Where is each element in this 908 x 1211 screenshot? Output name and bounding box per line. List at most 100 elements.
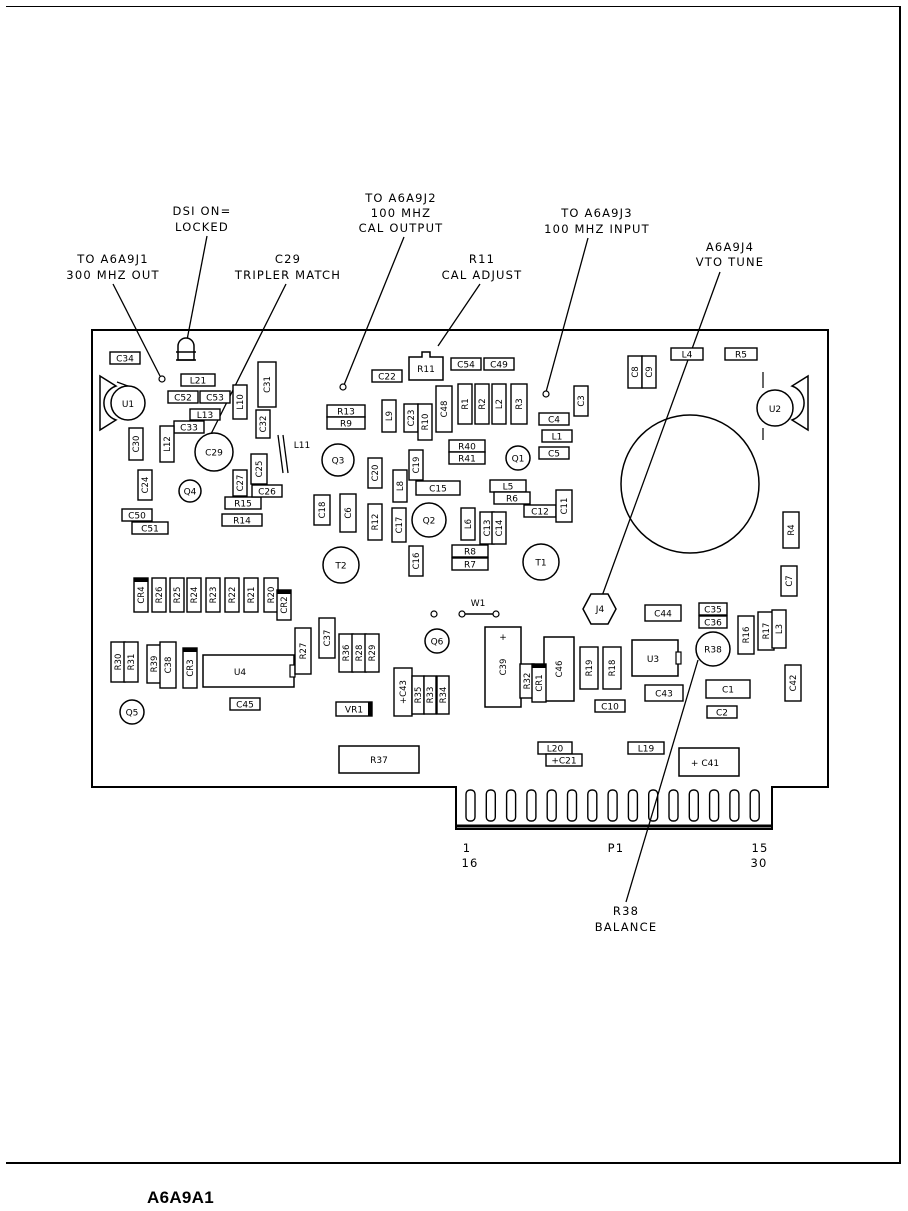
c17-label: C17 <box>395 517 405 534</box>
c45-component: C45 <box>229 697 261 711</box>
ds1-led <box>176 337 196 361</box>
l3-label: L3 <box>775 624 785 634</box>
vr1-label: VR1 <box>345 705 363 715</box>
r12-label: R12 <box>371 514 381 531</box>
c13-label: C13 <box>483 520 493 537</box>
c44-label: C44 <box>654 609 672 619</box>
page-frame <box>6 6 901 1164</box>
c54-component: C54 <box>450 357 482 371</box>
c6-component: C6 <box>339 493 357 533</box>
q4-label: Q4 <box>184 488 197 498</box>
j1-leader <box>112 283 161 377</box>
r4-component: R4 <box>782 511 800 549</box>
r1-component: R1 <box>457 383 473 425</box>
c10-component: C10 <box>594 699 626 713</box>
c6-label: C6 <box>344 507 354 518</box>
r1-label: R1 <box>461 398 471 409</box>
test-point-j1 <box>158 375 166 383</box>
r25-component: R25 <box>169 577 185 613</box>
r20-component: R20 <box>263 577 279 613</box>
q6-label: Q6 <box>431 638 444 648</box>
r15-label: R15 <box>234 499 252 509</box>
r34-component: R34 <box>436 675 450 715</box>
r18-component: R18 <box>602 646 622 690</box>
c48-label: C48 <box>440 401 450 418</box>
q5-component: Q5 <box>119 699 145 725</box>
diode-band <box>183 648 197 652</box>
r19-component: R19 <box>579 646 599 690</box>
c1-component: C1 <box>705 679 751 699</box>
q3-label: Q3 <box>332 457 345 467</box>
r26-label: R26 <box>155 587 165 604</box>
r40-component: R40 <box>448 439 486 453</box>
c19-label: C19 <box>412 457 422 474</box>
c23-component: C23 <box>403 403 419 433</box>
c33-component: C33 <box>173 420 205 434</box>
c46-label: C46 <box>555 661 565 678</box>
l21-label: L21 <box>190 376 206 386</box>
r29-component: R29 <box>364 633 380 673</box>
l9-label: L9 <box>385 411 395 421</box>
c1-label: C1 <box>722 685 734 695</box>
c8-label: C8 <box>631 366 641 377</box>
c31-component: C31 <box>257 361 277 408</box>
r6-component: R6 <box>493 491 531 505</box>
c22-component: C22 <box>371 369 403 383</box>
c42-component: C42 <box>784 664 802 702</box>
c16-component: C16 <box>408 545 424 577</box>
r33-label: R33 <box>426 687 436 704</box>
c14-component: C14 <box>491 511 507 545</box>
u2-label: U2 <box>769 405 781 415</box>
l13-label: L13 <box>197 411 213 421</box>
connector-p1-label: P1 <box>608 841 625 855</box>
r11-label: R11 <box>417 365 435 375</box>
c23-label: C23 <box>407 410 417 427</box>
c27-component: C27 <box>232 469 248 497</box>
c52-label: C52 <box>174 393 192 403</box>
c25-label: C25 <box>255 461 265 478</box>
r40-label: R40 <box>458 442 476 452</box>
r19-label: R19 <box>585 660 595 677</box>
j4-callout-line2: VTO TUNE <box>696 255 765 269</box>
cr4-component: CR4 <box>133 577 149 613</box>
cr1-label: CR1 <box>535 674 545 691</box>
connector-finger <box>749 789 760 822</box>
connector-finger <box>465 789 476 822</box>
ds1-leader <box>186 235 208 341</box>
c53-label: C53 <box>206 393 224 403</box>
t2-label: T2 <box>334 562 346 572</box>
c32-component: C32 <box>255 409 271 439</box>
r41-component: R41 <box>448 451 486 465</box>
w1-label: W1 <box>471 599 486 609</box>
c35-component: C35 <box>698 602 728 616</box>
c5-component: C5 <box>538 446 570 460</box>
vr1-band <box>368 702 372 716</box>
r36-label: R36 <box>342 645 352 662</box>
c46-capacitor <box>543 636 575 702</box>
u1-label: U1 <box>122 400 134 410</box>
pin-15-label: 15 <box>751 841 768 855</box>
j3-callout-line1: TO A6A9J3 <box>560 206 633 220</box>
c29-callout-line2: TRIPLER MATCH <box>234 268 341 282</box>
c24-label: C24 <box>141 477 151 494</box>
c7-component: C7 <box>780 565 798 597</box>
l10-label: L10 <box>236 394 246 410</box>
c35-label: C35 <box>704 605 722 615</box>
c15-component: C15 <box>415 480 461 496</box>
r41-label: R41 <box>458 454 476 464</box>
u3-ic <box>631 639 679 677</box>
r36-component: R36 <box>338 633 354 673</box>
j1-callout-line1: TO A6A9J1 <box>76 252 149 266</box>
r38-callout-line1: R38 <box>613 904 639 918</box>
u3-label: U3 <box>647 655 659 665</box>
test-point-j3 <box>542 390 550 398</box>
j2-leader <box>343 236 405 386</box>
c51-label: C51 <box>141 524 159 534</box>
c41-capacitor <box>678 747 740 777</box>
l19-label: L19 <box>638 744 655 754</box>
c5-label: C5 <box>548 449 560 459</box>
c21-component: +C21 <box>545 753 583 767</box>
r33-component: R33 <box>423 675 437 715</box>
r20-label: R20 <box>267 587 277 604</box>
r30-component: R30 <box>110 641 126 683</box>
